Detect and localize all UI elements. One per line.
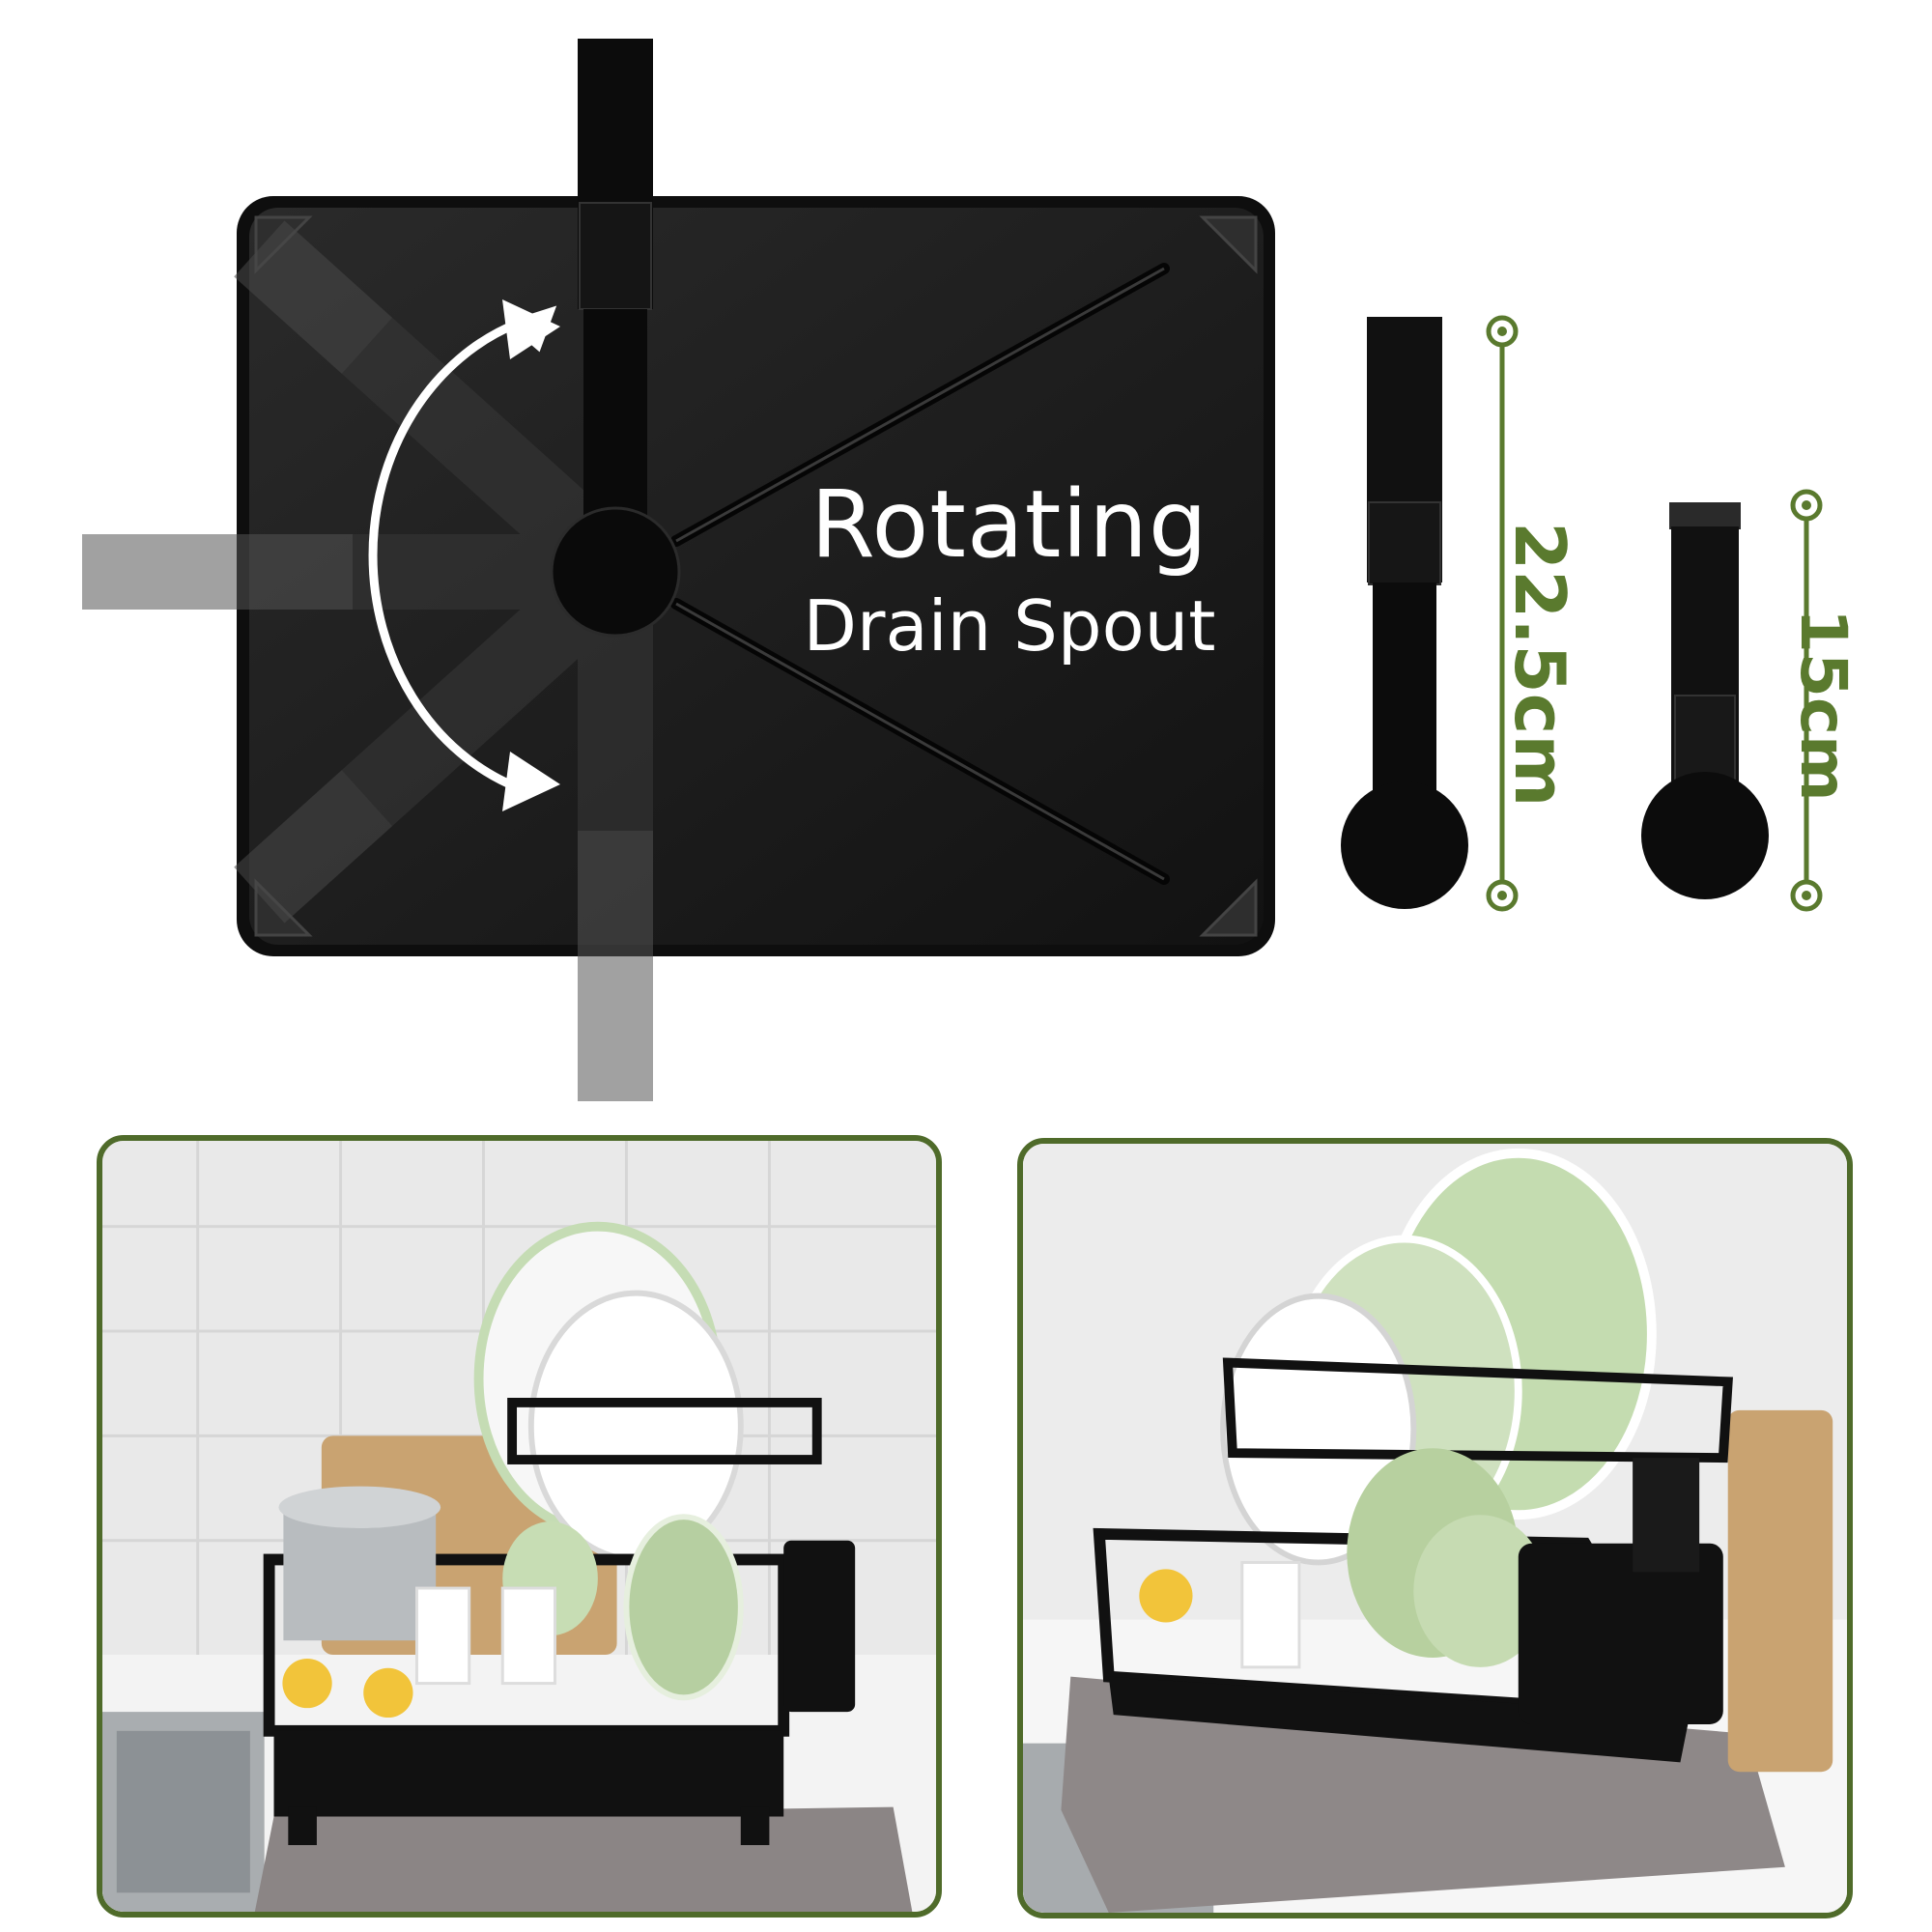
dimension-line-short	[1790, 489, 1823, 912]
dimension-label-short: 15cm	[1786, 609, 1861, 802]
spout-ghost-positions	[82, 220, 662, 1101]
drain-tray-illustration	[82, 39, 1823, 1101]
product-photo-left	[97, 1135, 942, 1918]
curved-double-arrow-icon	[368, 299, 560, 811]
tray-corner-foot	[1199, 215, 1258, 274]
heading-drain-spout: Drain Spout	[803, 585, 1216, 667]
dimension-label-long: 22.5cm	[1499, 522, 1580, 808]
dimension-line-long	[1486, 315, 1519, 912]
rotating-drain-spout	[550, 39, 681, 638]
product-photo-right	[1017, 1138, 1853, 1918]
spout-short-piece	[1641, 502, 1769, 899]
heading-rotating: Rotating	[810, 470, 1208, 579]
tray-corner-foot	[1199, 878, 1258, 937]
spout-long-piece	[1341, 317, 1468, 909]
